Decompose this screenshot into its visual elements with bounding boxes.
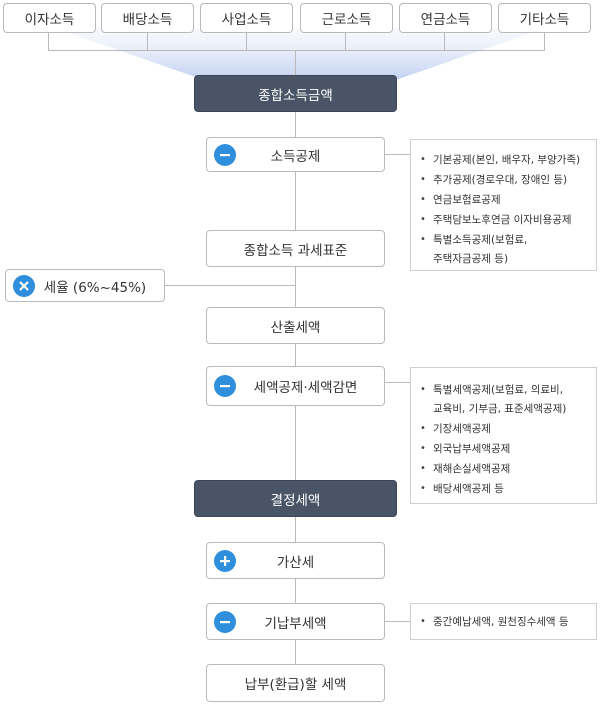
src-line-5 — [444, 33, 445, 50]
src-line-1 — [48, 33, 49, 50]
funnel-gradient — [55, 28, 545, 82]
src-line-3 — [246, 33, 247, 50]
minus-icon — [214, 375, 236, 397]
note-item: 재해손실세액공제 — [411, 459, 596, 479]
note-item: 주택담보노후연금 이자비용공제 — [411, 210, 596, 230]
note-item: 배당세액공제 등 — [411, 479, 596, 499]
additional-tax-label: 가산세 — [276, 554, 315, 571]
tax-rate-connector — [165, 285, 296, 286]
tax-credit-box: 세액공제·세액감면 — [206, 366, 385, 406]
total-income-box: 종합소득금액 — [194, 75, 397, 112]
source-other-income: 기타소득 — [498, 3, 591, 33]
minus-icon — [214, 610, 236, 633]
tax-base-box: 종합소득 과세표준 — [206, 230, 385, 267]
note-item: 외국납부세액공제 — [411, 439, 596, 459]
note-item-continued: 교육비, 기부금, 표준세액공제) — [433, 403, 567, 415]
source-pension-income: 연금소득 — [399, 3, 492, 33]
src-line-6 — [544, 33, 545, 50]
prepaid-tax-box: 기납부세액 — [206, 603, 385, 640]
minus-icon — [214, 143, 236, 166]
src-line-4 — [345, 33, 346, 50]
final-tax-box: 납부(환급)할 세액 — [206, 664, 385, 702]
note-connector-2 — [384, 382, 410, 383]
determined-tax-box: 결정세액 — [194, 480, 397, 517]
source-interest-income: 이자소득 — [3, 3, 96, 33]
note-item: 중간예납세액, 원천징수세액 등 — [411, 614, 569, 630]
prepaid-tax-label: 기납부세액 — [264, 615, 327, 632]
note-connector-3 — [384, 621, 410, 622]
src-collector-line — [48, 50, 545, 51]
source-dividend-income: 배당소득 — [101, 3, 194, 33]
note-connector-1 — [384, 154, 410, 155]
plus-icon — [214, 549, 236, 572]
tax-rate-label: 세율 (6%~45%) — [43, 279, 147, 296]
additional-tax-box: 가산세 — [206, 542, 385, 579]
income-deduction-notes: 기본공제(본인, 배우자, 부양가족) 추가공제(경로우대, 장애인 등) 연금… — [410, 139, 597, 271]
tax-rate-box: 세율 (6%~45%) — [5, 269, 165, 302]
note-item: 추가공제(경로우대, 장애인 등) — [411, 170, 596, 190]
note-item: 특별세액공제(보험료, 의료비, — [411, 380, 596, 400]
multiply-icon — [13, 274, 35, 297]
tax-credit-notes: 특별세액공제(보험료, 의료비, 교육비, 기부금, 표준세액공제) 기장세액공… — [410, 367, 597, 504]
income-deduction-box: 소득공제 — [206, 137, 385, 172]
income-deduction-label: 소득공제 — [270, 148, 321, 165]
src-line-2 — [147, 33, 148, 50]
note-item: 기본공제(본인, 배우자, 부양가족) — [411, 150, 596, 170]
calculated-tax-box: 산출세액 — [206, 307, 385, 344]
tax-credit-label: 세액공제·세액감면 — [253, 380, 358, 396]
note-item: 기장세액공제 — [411, 419, 596, 439]
note-item: 특별소득공제(보험료, — [411, 230, 596, 250]
prepaid-tax-notes: 중간예납세액, 원천징수세액 등 — [410, 603, 597, 640]
source-business-income: 사업소득 — [200, 3, 293, 33]
source-labor-income: 근로소득 — [300, 3, 393, 33]
note-item-continued: 주택자금공제 등) — [433, 253, 509, 265]
note-item: 연금보험료공제 — [411, 190, 596, 210]
